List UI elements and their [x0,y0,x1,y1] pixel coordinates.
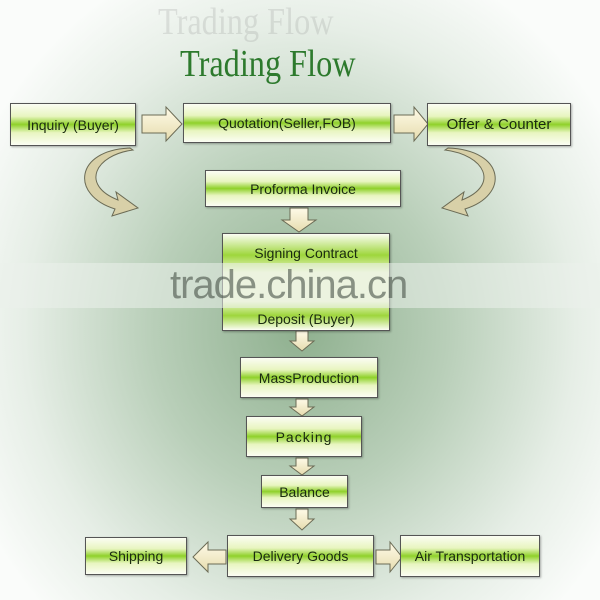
down-arrow-icon [288,398,316,417]
down-arrow-icon [288,508,316,531]
down-arrow-icon [288,330,316,352]
watermark-band [0,263,600,308]
step-inquiry: Inquiry (Buyer) [10,103,136,146]
down-arrow-icon [288,457,316,476]
step-mass-production: MassProduction [240,357,378,398]
step-offer-counter: Offer & Counter [427,103,571,146]
curved-arrow-right-icon [440,147,496,217]
signing-contract-label: Signing Contract [254,245,358,261]
step-packing: Packing [246,416,362,457]
step-air-transportation: Air Transportation [400,535,540,577]
step-proforma-invoice: Proforma Invoice [205,170,401,207]
watermark-text: trade.china.cn [170,263,408,307]
step-balance: Balance [261,475,348,508]
step-delivery-goods: Delivery Goods [227,535,374,577]
diagram-title: Trading Flow [180,43,356,85]
left-arrow-icon [192,540,227,574]
right-arrow-icon [141,105,183,143]
right-arrow-icon [393,105,429,143]
step-quotation: Quotation(Seller,FOB) [183,103,391,143]
step-shipping: Shipping [85,537,187,575]
deposit-label: Deposit (Buyer) [257,311,355,327]
title-shadow: Trading Flow [158,1,334,43]
right-arrow-icon [375,540,403,574]
down-arrow-icon [280,207,318,233]
curved-arrow-left-icon [84,147,140,217]
